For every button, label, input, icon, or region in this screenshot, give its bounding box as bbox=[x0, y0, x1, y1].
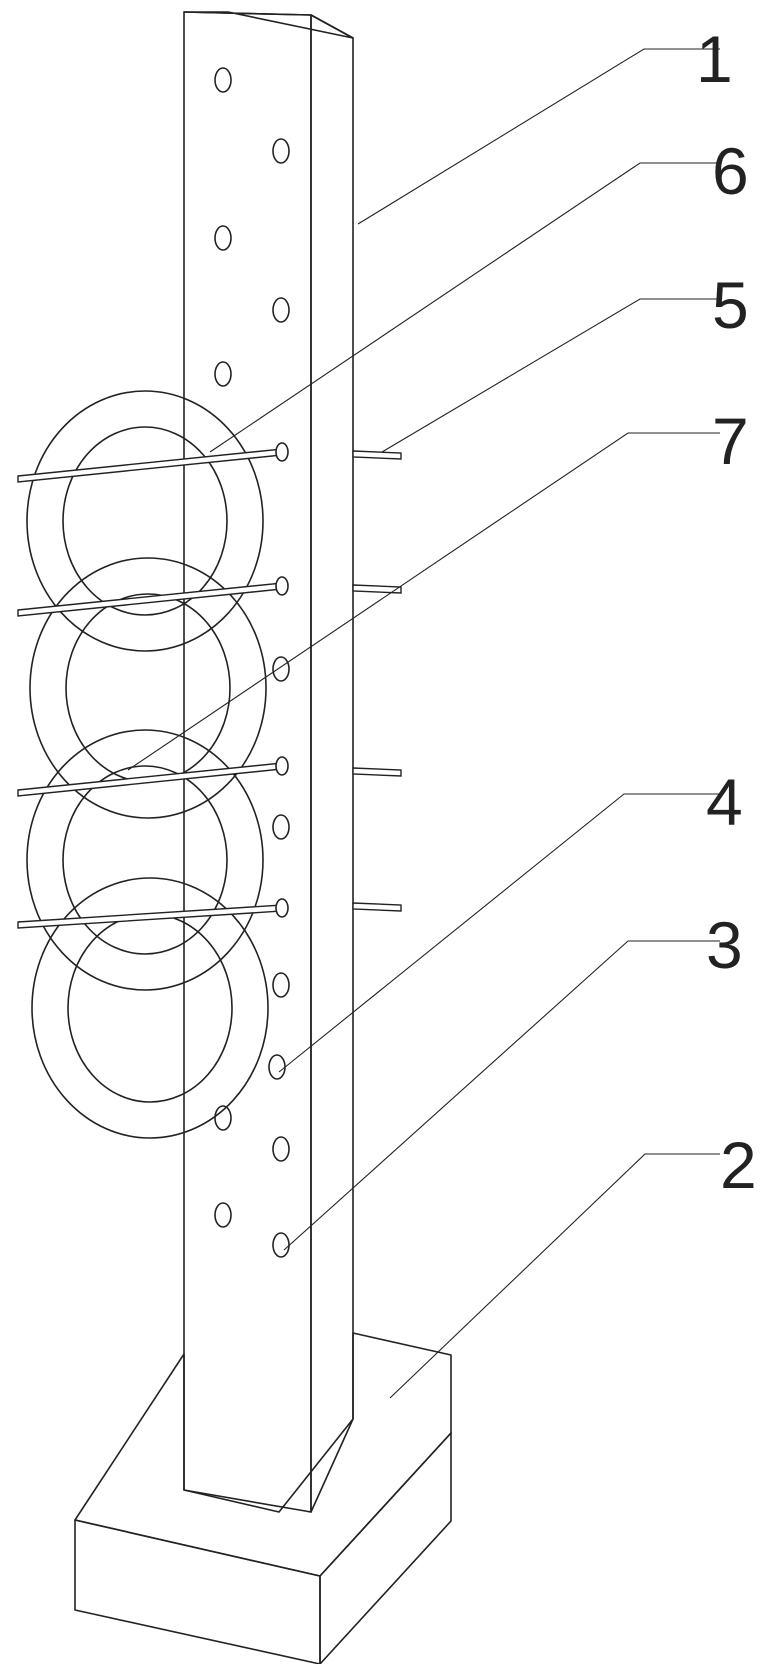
base-block bbox=[74, 1332, 452, 1664]
leader-line-2 bbox=[389, 1153, 720, 1399]
hole bbox=[272, 656, 290, 682]
reference-labels: 1 6 5 7 4 3 2 bbox=[696, 22, 757, 1202]
column-top-face bbox=[183, 11, 354, 39]
rod-hole bbox=[275, 442, 289, 462]
leader-line-5 bbox=[381, 298, 720, 453]
leader-line-4 bbox=[278, 793, 720, 1073]
hole bbox=[272, 1136, 290, 1162]
leader-line-6 bbox=[209, 162, 720, 453]
leader-lines bbox=[127, 48, 720, 1399]
label-2: 2 bbox=[720, 1128, 757, 1202]
hole-array bbox=[214, 67, 290, 1258]
hook-rod-tip bbox=[352, 767, 402, 777]
column bbox=[183, 11, 354, 1513]
hole bbox=[272, 297, 290, 323]
label-7: 7 bbox=[712, 404, 749, 478]
hook-rods bbox=[17, 442, 402, 929]
hole bbox=[214, 361, 232, 387]
hole bbox=[272, 814, 290, 840]
hole bbox=[272, 972, 290, 998]
hook-rod bbox=[17, 448, 283, 483]
label-3: 3 bbox=[706, 908, 743, 982]
ring bbox=[26, 390, 264, 652]
rod-hole bbox=[275, 756, 289, 776]
leader-line-1 bbox=[357, 48, 720, 225]
hole bbox=[214, 67, 232, 93]
hook-rod bbox=[17, 762, 283, 797]
column-front-face bbox=[183, 11, 312, 1513]
hole bbox=[268, 1054, 286, 1080]
base-top-face bbox=[74, 1332, 452, 1577]
hook-rod-tip bbox=[352, 450, 402, 460]
rod-hole bbox=[275, 898, 289, 918]
hook-rod-tip bbox=[352, 584, 402, 594]
hole bbox=[214, 1202, 232, 1228]
column-side-face bbox=[310, 14, 354, 1513]
hole bbox=[272, 1232, 290, 1258]
hole bbox=[272, 138, 290, 164]
label-5: 5 bbox=[712, 268, 749, 342]
base-front-face bbox=[74, 1519, 321, 1664]
ring-stack bbox=[26, 390, 269, 1139]
rod-hole bbox=[275, 576, 289, 596]
label-6: 6 bbox=[712, 134, 749, 208]
leader-line-7 bbox=[127, 432, 720, 771]
hook-rod bbox=[17, 904, 283, 929]
label-4: 4 bbox=[706, 765, 743, 839]
base-right-face bbox=[319, 1432, 452, 1664]
ring bbox=[26, 729, 264, 991]
hole bbox=[214, 1105, 232, 1131]
hole bbox=[214, 225, 232, 251]
label-1: 1 bbox=[696, 22, 733, 96]
hook-rod-tip bbox=[352, 902, 402, 912]
leader-line-3 bbox=[283, 940, 720, 1251]
